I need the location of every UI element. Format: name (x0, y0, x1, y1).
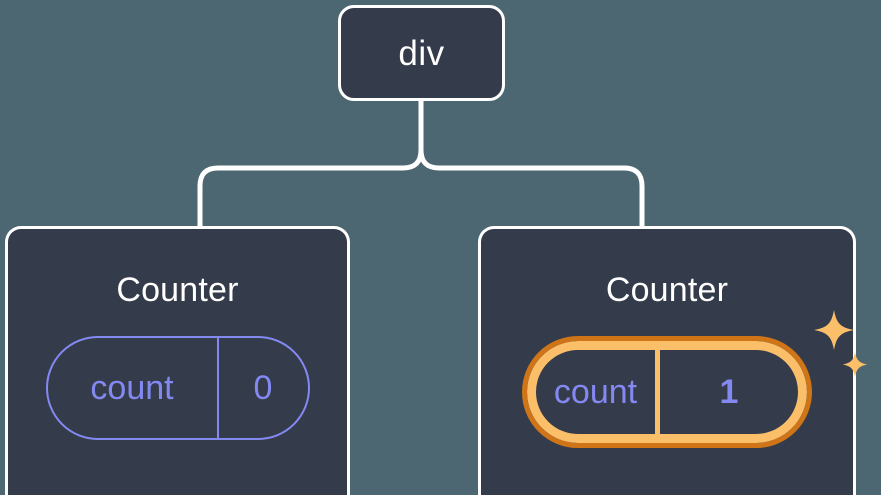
state-pill-count-0[interactable]: count 0 (45, 336, 310, 440)
sparkles-icon (814, 310, 868, 377)
counter-right-title: Counter (605, 271, 729, 309)
counter-node-right[interactable]: Counter count 1 (478, 226, 868, 495)
div-node[interactable]: div (338, 5, 505, 101)
counter-node-left[interactable]: Counter count 0 (5, 226, 350, 495)
div-node-label: div (398, 33, 445, 73)
edge-div-to-counter-left (197, 97, 424, 229)
state-key-label: count (536, 350, 660, 434)
state-pill-count-1-highlighted[interactable]: count 1 (522, 336, 812, 448)
state-value-label: 1 (719, 373, 739, 411)
edge-div-to-counter-right (418, 97, 645, 229)
counter-left-state-wrap: count 0 (45, 336, 310, 440)
state-pill-inner-ring: count 1 (527, 341, 807, 443)
counter-right-state-wrap: count 1 (522, 310, 868, 448)
counter-left-title: Counter (116, 271, 239, 309)
state-key-label: count (48, 338, 219, 438)
state-value-label: 0 (253, 369, 273, 407)
